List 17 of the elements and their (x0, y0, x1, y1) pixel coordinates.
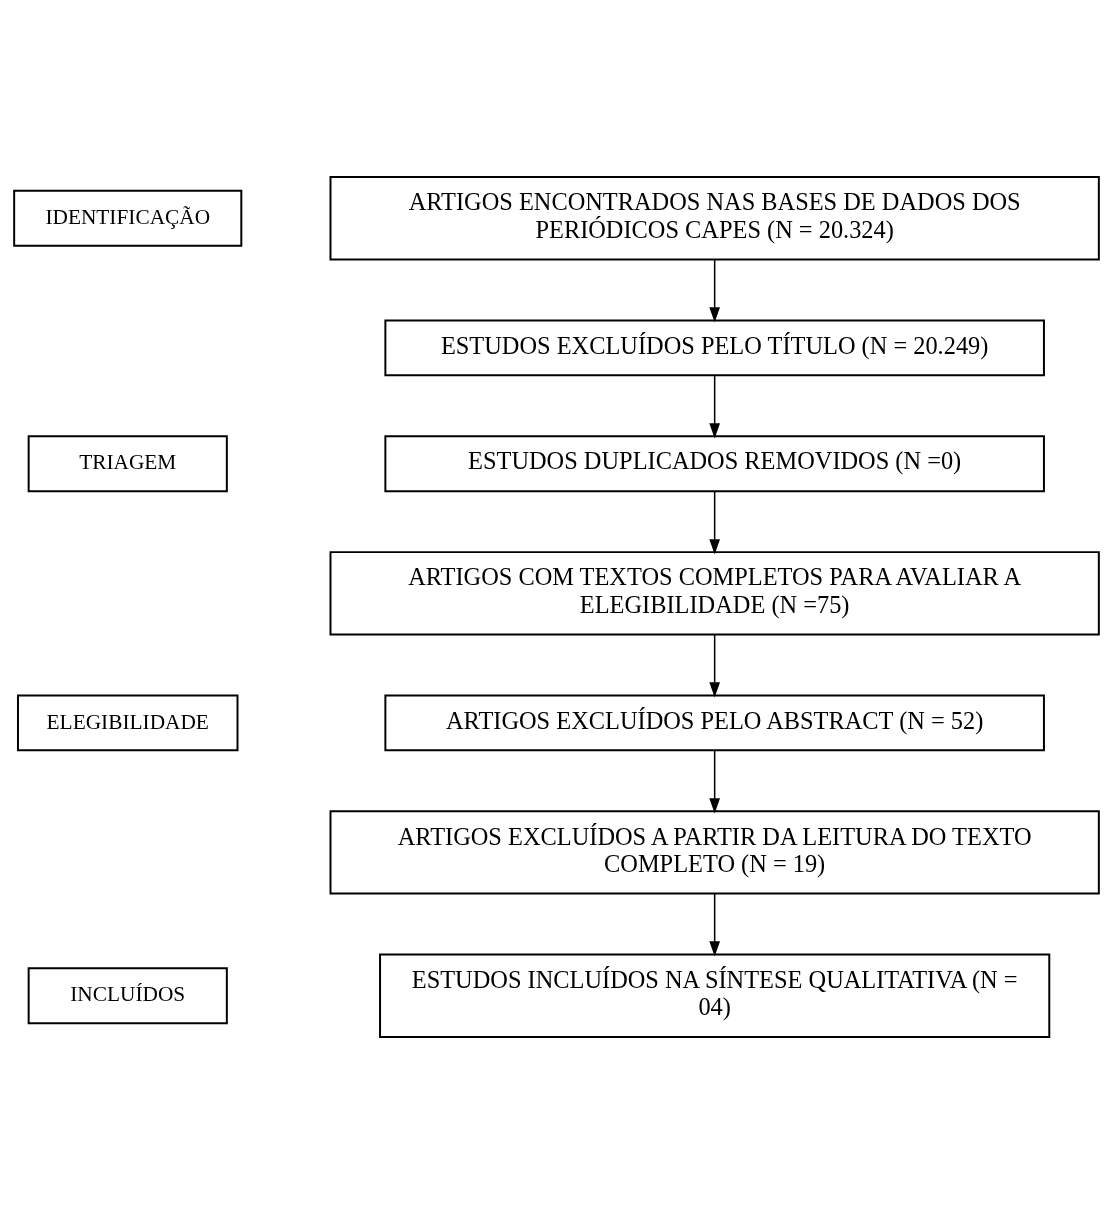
node-box: IDENTIFICAÇÃO (13, 189, 243, 247)
arrow (709, 490, 720, 555)
node-box: ESTUDOS EXCLUÍDOS PELO TÍTULO (N = 20.249) (384, 319, 1045, 377)
arrow (709, 634, 720, 698)
node-box: ARTIGOS ENCONTRADOS NAS BASES DE DADOS DOS PERIÓDICOS CAPES (N = 20.324) (329, 176, 1100, 261)
node-box: ARTIGOS EXCLUÍDOS PELO ABSTRACT (N = 52) (384, 694, 1045, 752)
arrow (709, 749, 720, 814)
node-box: TRIAGEM (27, 435, 228, 493)
node-box: INCLUÍDOS (27, 967, 228, 1025)
node-box: ARTIGOS COM TEXTOS COMPLETOS PARA AVALIAR A ELEGIBILIDADE (N =75) (329, 551, 1100, 636)
node-box: ESTUDOS INCLUÍDOS NA SÍNTESE QUALITATIVA (N = 04) (379, 953, 1051, 1038)
node-box: ESTUDOS DUPLICADOS REMOVIDOS (N =0) (384, 435, 1045, 493)
node-box: ELEGIBILIDADE (17, 694, 239, 752)
arrow (709, 259, 720, 323)
arrow (709, 374, 720, 439)
arrow (709, 893, 720, 957)
node-box: ARTIGOS EXCLUÍDOS A PARTIR DA LEITURA DO TEXTO COMPLETO (N = 19) (329, 810, 1100, 895)
